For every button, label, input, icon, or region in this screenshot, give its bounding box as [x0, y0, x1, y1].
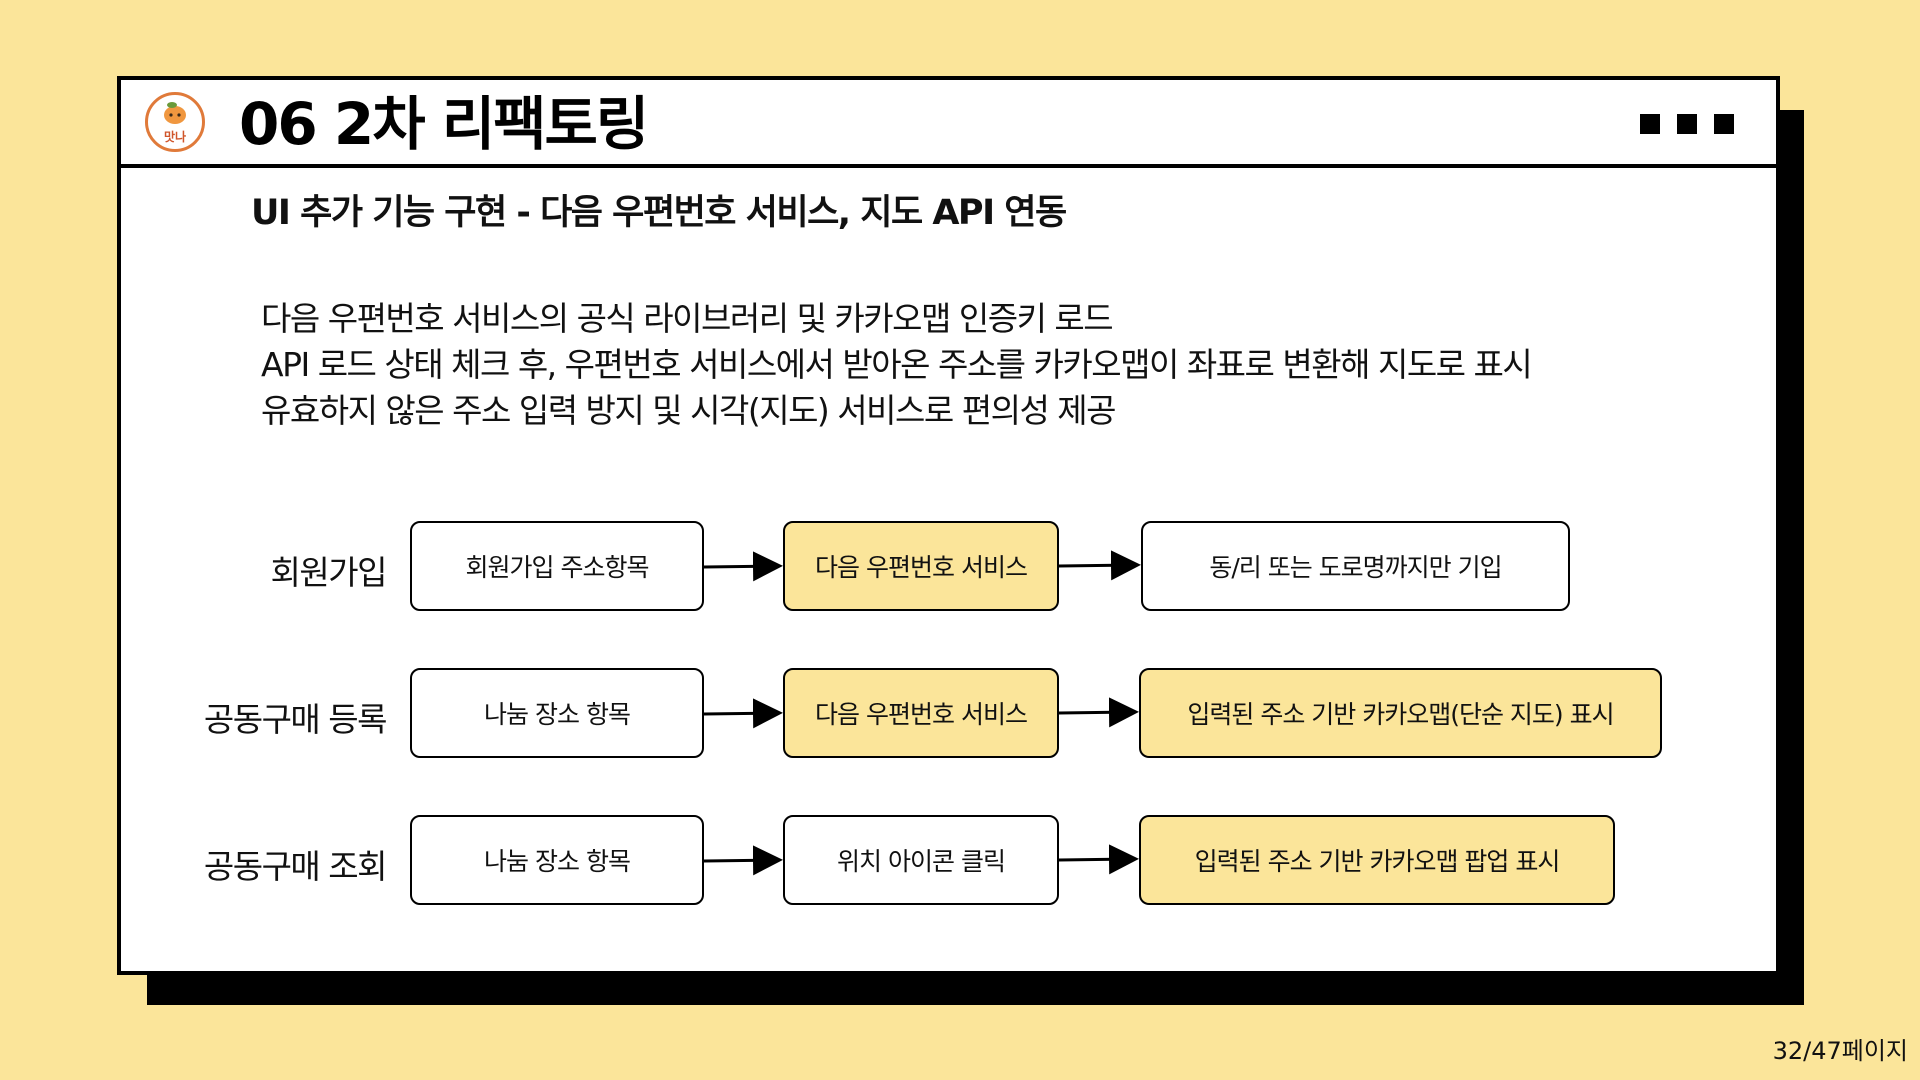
flow-label-groupbuy-register: 공동구매 등록 [203, 700, 388, 739]
square-icon [1677, 114, 1697, 134]
window-dots [1640, 114, 1734, 134]
card-header: 맛나 06 2차 리팩토링 [121, 80, 1776, 168]
flow-step: 위치 아이콘 클릭 [783, 815, 1059, 905]
description: 다음 우편번호 서비스의 공식 라이브러리 및 카카오맵 인증키 로드 API … [261, 296, 1533, 434]
page-title: 06 2차 리팩토링 [239, 90, 649, 158]
arrow-right-icon [1058, 550, 1141, 581]
square-icon [1714, 114, 1734, 134]
description-line: 다음 우편번호 서비스의 공식 라이브러리 및 카카오맵 인증키 로드 [261, 299, 1114, 338]
flow-label-signup: 회원가입 [270, 553, 388, 592]
arrow-right-icon [703, 698, 783, 729]
flow-arrows [703, 550, 1141, 876]
logo-text: 맛나 [163, 130, 187, 144]
flow-label-groupbuy-view: 공동구매 조회 [203, 847, 388, 886]
brand-logo: 맛나 [145, 92, 205, 152]
arrow-right-icon [1058, 844, 1139, 875]
flow-step: 회원가입 주소항목 [410, 521, 704, 611]
arrow-right-icon [703, 551, 783, 582]
flow-step: 입력된 주소 기반 카카오맵 팝업 표시 [1139, 815, 1615, 905]
description-line: 유효하지 않은 주소 입력 방지 및 시각(지도) 서비스로 편의성 제공 [261, 391, 1117, 430]
flow-step: 나눔 장소 항목 [410, 668, 704, 758]
square-icon [1640, 114, 1660, 134]
flow-step: 입력된 주소 기반 카카오맵(단순 지도) 표시 [1139, 668, 1662, 758]
flow-step: 동/리 또는 도로명까지만 기입 [1141, 521, 1570, 611]
arrow-right-icon [703, 845, 783, 876]
flow-step: 다음 우편번호 서비스 [783, 521, 1059, 611]
flow-step: 나눔 장소 항목 [410, 815, 704, 905]
page-indicator: 32/47페이지 [1772, 1037, 1908, 1065]
arrow-right-icon [1058, 697, 1139, 728]
section-subtitle: UI 추가 기능 구현 - 다음 우편번호 서비스, 지도 API 연동 [251, 193, 1067, 233]
slide-card: 맛나 06 2차 리팩토링 UI 추가 기능 구현 - 다음 우편번호 서비스,… [117, 76, 1780, 975]
flow-step: 다음 우편번호 서비스 [783, 668, 1059, 758]
description-line: API 로드 상태 체크 후, 우편번호 서비스에서 받아온 주소를 카카오맵이… [261, 345, 1533, 384]
tangerine-icon [164, 102, 186, 124]
